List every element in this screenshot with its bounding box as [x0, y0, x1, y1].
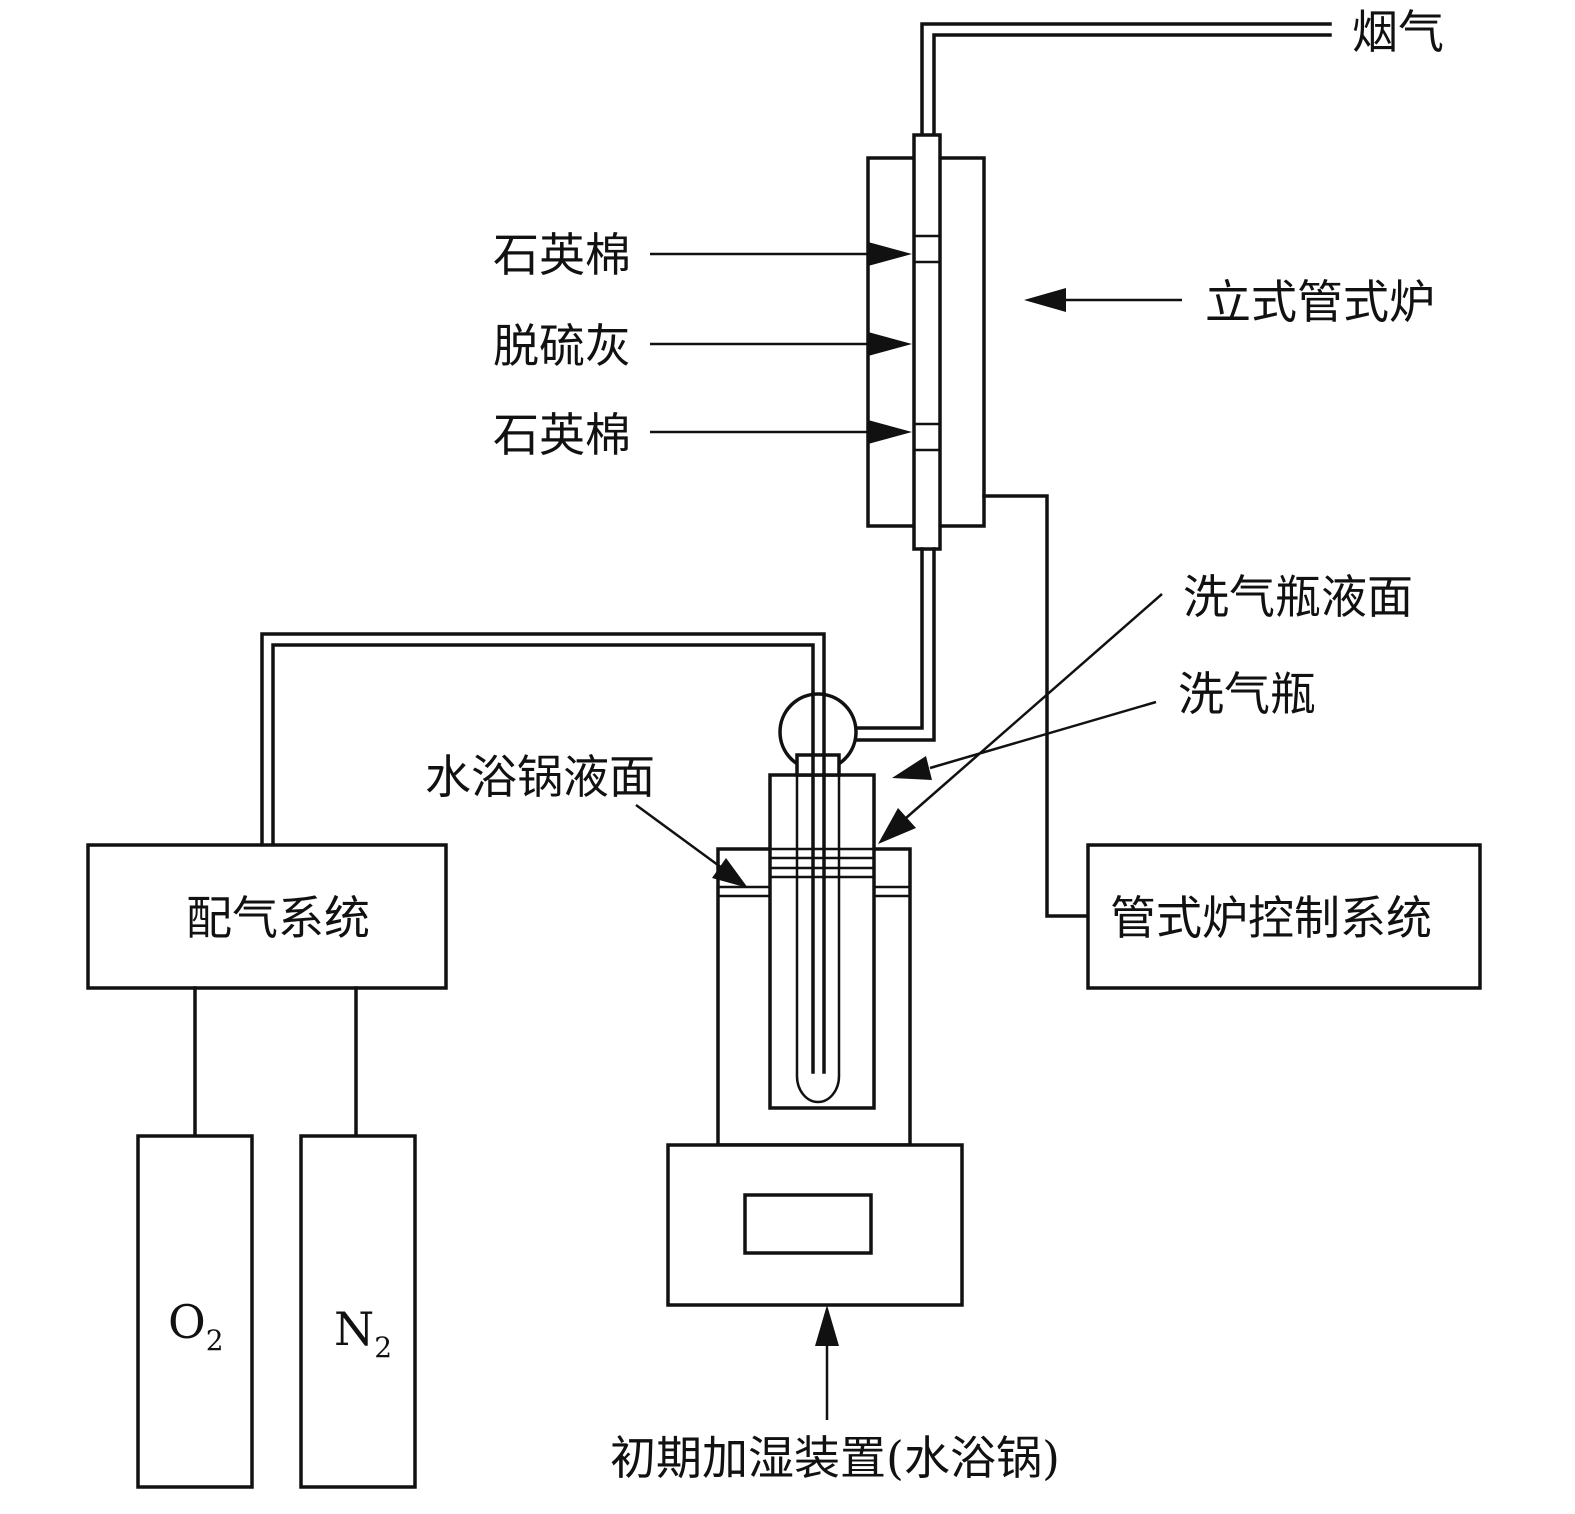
wash-bottle-arrow	[892, 700, 1157, 780]
water-bath-liquid-level-label: 水浴锅液面	[425, 750, 655, 804]
wash-bottle-liquid-level-arrow	[878, 593, 1163, 844]
quartz-wool-top-arrow	[650, 242, 912, 266]
flue-gas-label: 烟气	[1352, 5, 1444, 59]
quartz-wool-bottom-arrow	[650, 420, 912, 444]
n2-cylinder	[299, 1134, 417, 1489]
water-bath-liquid-level-arrow	[635, 803, 748, 888]
desulfurization-ash-label: 脱硫灰	[493, 319, 631, 373]
o2-cylinder	[136, 1134, 254, 1489]
desulfurization-ash-arrow	[650, 332, 912, 356]
humidifier-label: 初期加湿装置(水浴锅)	[610, 1431, 1060, 1485]
quartz-wool-bottom-band	[914, 422, 940, 452]
tube-furnace-label: 立式管式炉	[1205, 275, 1435, 329]
o2-cylinder-label: O2	[168, 1295, 224, 1357]
gas-mixing-system-label: 配气系统	[186, 891, 370, 945]
humidifier-arrow	[815, 1305, 839, 1420]
n2-cylinder-label: N2	[334, 1302, 392, 1364]
furnace-control-system-box	[1086, 843, 1482, 990]
furnace-to-bottle-pipe	[850, 547, 936, 742]
wash-bottle-liquid-level-label: 洗气瓶液面	[1183, 570, 1413, 624]
quartz-tube	[912, 133, 942, 551]
quartz-wool-bottom-label: 石英棉	[493, 408, 631, 462]
wash-bottle-liquid-level	[770, 847, 874, 879]
quartz-wool-top-band	[914, 234, 940, 264]
tube-furnace-arrow	[1024, 288, 1182, 312]
gas-inlet-tube-inside	[811, 692, 826, 1074]
wash-bottle-neck	[795, 753, 841, 777]
furnace-control-cable	[982, 494, 1090, 918]
wash-bottle-dip-tube	[795, 772, 841, 1104]
gas-mixing-system-box	[86, 843, 448, 990]
furnace-control-system-label: 管式炉控制系统	[1110, 891, 1432, 945]
wash-bottle-label: 洗气瓶	[1178, 667, 1316, 721]
humidifier-display-panel	[743, 1193, 873, 1255]
flue-gas-outlet-pipe	[920, 22, 1332, 137]
wash-bottle	[768, 773, 876, 1110]
quartz-wool-top-label: 石英棉	[493, 228, 631, 282]
